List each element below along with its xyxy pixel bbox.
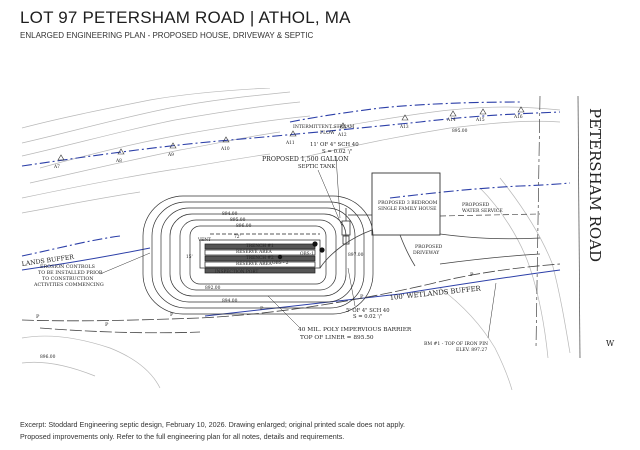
- svg-text:TRENCH #2: TRENCH #2: [246, 256, 274, 261]
- stream-label: INTERMITTENT STREAM: [293, 124, 355, 130]
- svg-text:P: P: [260, 306, 264, 312]
- svg-text:ELEV. 897.27: ELEV. 897.27: [456, 347, 487, 353]
- svg-text:TO BE INSTALLED PRIOR: TO BE INSTALLED PRIOR: [38, 270, 103, 276]
- svg-text:A16: A16: [513, 115, 523, 120]
- svg-text:TRENCH #1: TRENCH #1: [246, 244, 274, 249]
- svg-text:A9: A9: [167, 153, 174, 158]
- water-service-line: [439, 213, 541, 217]
- wetland-flag-stations: [57, 106, 525, 161]
- wetlands-100-buffer-line: [204, 269, 561, 317]
- stream-lines: [21, 101, 571, 257]
- svg-text:A11: A11: [285, 141, 295, 146]
- svg-text:896.00: 896.00: [236, 224, 252, 229]
- svg-text:SEPTIC TANK: SEPTIC TANK: [298, 164, 335, 170]
- system-labels: 72' TRENCH #1 RESERVE AREA TRENCH #2 RES…: [186, 235, 314, 275]
- svg-text:DRIVEWAY: DRIVEWAY: [413, 250, 440, 256]
- road-right-of-way: [535, 95, 581, 359]
- septic-tank: [341, 208, 372, 245]
- svg-text:A10: A10: [220, 147, 230, 152]
- svg-text:OBS-1: OBS-1: [300, 252, 314, 257]
- svg-text:RESERVE AREA: RESERVE AREA: [236, 250, 273, 255]
- svg-text:892.00: 892.00: [205, 286, 221, 291]
- svg-text:FLOW: FLOW: [320, 130, 335, 136]
- svg-text:OBS - 2: OBS - 2: [272, 261, 289, 266]
- page-title: LOT 97 PETERSHAM ROAD | ATHOL, MA: [20, 8, 351, 27]
- svg-text:VENT: VENT: [197, 238, 211, 243]
- svg-text:TO CONSTRUCTION: TO CONSTRUCTION: [42, 276, 94, 282]
- svg-text:72': 72': [234, 235, 241, 240]
- proposed-house: PROPOSED 3 BEDROOM SINGLE FAMILY HOUSE: [371, 172, 441, 236]
- svg-text:A8: A8: [115, 159, 122, 164]
- svg-text:A7: A7: [53, 165, 60, 170]
- wetland-flag-labels: A7 A8 A9 A10 A11 A12 A13 A14 A15 A16: [53, 115, 523, 170]
- svg-text:A15: A15: [475, 118, 485, 123]
- svg-text:897.00: 897.00: [348, 253, 364, 258]
- svg-text:895.00: 895.00: [452, 129, 468, 134]
- svg-text:ACTIVITIES COMMENCING: ACTIVITIES COMMENCING: [33, 282, 104, 288]
- svg-text:INSPECTION PORT: INSPECTION PORT: [215, 270, 259, 275]
- outlet-pipe-label: 5' OF 4" SCH 40: [346, 308, 390, 314]
- svg-text:896.00: 896.00: [40, 355, 56, 360]
- footer-source-note: Excerpt: Stoddard Engineering septic des…: [20, 420, 406, 429]
- svg-text:S = 0.02 '/': S = 0.02 '/': [322, 149, 352, 155]
- svg-text:WATER SERVICE: WATER SERVICE: [462, 208, 503, 214]
- observation-holes: [277, 241, 325, 260]
- barrier-label: 40 MIL. POLY IMPERVIOUS BARRIER: [298, 327, 412, 333]
- svg-text:EROSION CONTROLS: EROSION CONTROLS: [40, 264, 95, 270]
- svg-text:P: P: [36, 314, 40, 320]
- svg-text:S = 0.02 '/': S = 0.02 '/': [353, 314, 382, 320]
- proposed-driveway: [319, 229, 541, 269]
- contour-labels: 894.00 895.00 896.00 897.00 892.00 894.0…: [40, 129, 468, 360]
- benchmark-label: BM #1 - TOP OF IRON PIN: [424, 341, 488, 347]
- soil-absorption-system: [199, 233, 321, 274]
- svg-text:SINGLE FAMILY HOUSE: SINGLE FAMILY HOUSE: [378, 206, 437, 212]
- leaching-field-grading: [142, 195, 374, 315]
- septic-tank-label: PROPOSED 1,500 GALLON: [262, 156, 349, 163]
- svg-text:P: P: [105, 322, 109, 328]
- svg-text:A13: A13: [399, 125, 409, 130]
- erosion-control-note: EROSION CONTROLS TO BE INSTALLED PRIOR T…: [33, 264, 104, 288]
- property-line-lower: [39, 327, 201, 334]
- site-plan-drawing: P P P P P P PETERSHAM ROAD PROPOSED 3 BE…: [21, 88, 615, 390]
- road-label: PETERSHAM ROAD: [586, 108, 604, 262]
- wetlands-buffer-line: [21, 247, 151, 271]
- page-subtitle: ENLARGED ENGINEERING PLAN - PROPOSED HOU…: [20, 31, 314, 40]
- svg-text:894.00: 894.00: [222, 299, 238, 304]
- svg-text:A12: A12: [337, 133, 347, 138]
- water-service-label: PROPOSED: [462, 202, 490, 208]
- compass-label: W: [606, 339, 615, 348]
- footer-disclaimer: Proposed improvements only. Refer to the…: [20, 432, 345, 441]
- svg-text:894.00: 894.00: [222, 212, 238, 217]
- existing-contours: [21, 88, 571, 390]
- svg-text:TOP OF LINER = 895.50: TOP OF LINER = 895.50: [300, 335, 374, 341]
- svg-text:P: P: [170, 312, 174, 318]
- wetlands-100-buffer-label: 100' WETLANDS BUFFER: [389, 284, 482, 302]
- svg-text:P: P: [470, 272, 474, 278]
- svg-text:A14: A14: [446, 118, 456, 123]
- svg-text:P: P: [360, 294, 364, 300]
- property-line-markers: P P P P P P: [36, 272, 474, 328]
- driveway-label: PROPOSED: [415, 244, 443, 250]
- svg-text:895.00: 895.00: [230, 218, 246, 223]
- svg-text:15': 15': [186, 255, 193, 260]
- inlet-pipe-label: 11' OF 4" SCH 40: [310, 142, 359, 148]
- svg-text:PROPOSED 3 BEDROOM: PROPOSED 3 BEDROOM: [378, 200, 438, 206]
- svg-text:RESERVE AREA: RESERVE AREA: [236, 262, 273, 267]
